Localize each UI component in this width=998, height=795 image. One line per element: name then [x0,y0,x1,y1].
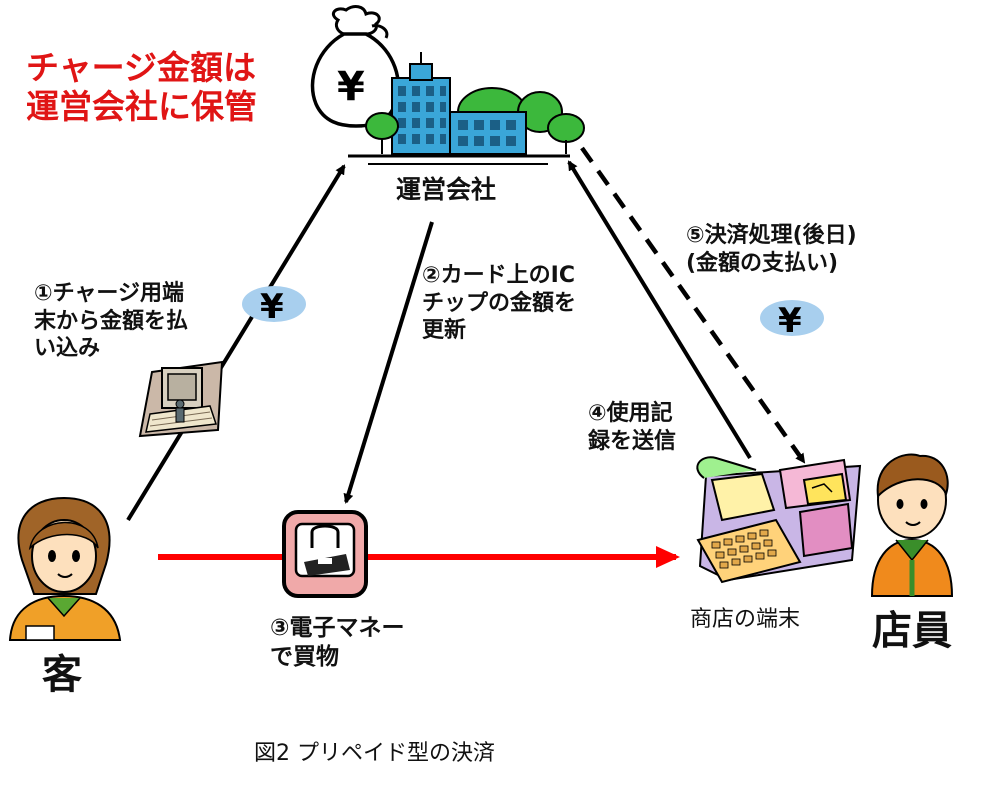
step5-label: ⑤決済処理(後日) (金額の支払い) [686,222,857,277]
arrow-send-usage-record [567,160,752,460]
step2-line3: 更新 [422,318,467,343]
yen-coin-symbol: ¥ [260,287,284,327]
step3-label: ③電子マネー で買物 [270,614,404,672]
figure-caption: 図2 プリペイド型の決済 [254,741,495,766]
yen-coin-icon: ¥ [760,300,824,341]
step1-line1: ①チャージ用端 [34,281,184,306]
step1-label: ①チャージ用端 末から金額を払 い込み [34,280,188,363]
charge-terminal-icon [138,360,224,438]
step5-line1: ⑤決済処理(後日) [686,223,857,248]
terminal-label: 商店の端末 [690,607,801,632]
money-bag-icon: ¥ [310,5,401,128]
step4-label: ④使用記 録を送信 [588,400,676,455]
yen-symbol: ¥ [337,64,365,110]
clerk-person-icon [870,453,954,597]
step2-line2: チップの金額を [422,290,577,316]
company-label: 運営会社 [396,175,497,204]
storage-note-line2: 運営会社に保管 [26,86,257,126]
storage-note: チャージ金額は 運営会社に保管 [26,48,257,127]
shop-register-icon [696,456,862,584]
step3-line2: で買物 [270,643,339,670]
arrow-update-ic-chip [343,221,434,504]
customer-person-icon [8,496,122,641]
yen-coin-symbol: ¥ [778,301,802,341]
company-building-icon [348,52,585,165]
step3-line1: ③電子マネー [270,615,405,641]
arrow-charge-to-company [126,164,346,522]
step1-line3: い込み [34,336,101,361]
step1-line2: 末から金額を払 [34,308,189,334]
arrow-settlement-payment [580,146,806,464]
customer-label: 客 [42,652,82,698]
step4-line1: ④使用記 [588,401,673,426]
ic-card-icon [282,510,368,598]
clerk-label: 店員 [872,608,952,654]
step2-line1: ②カード上のIC [422,263,575,288]
step5-line2: (金額の支払い) [686,250,839,276]
yen-coin-icon: ¥ [242,286,306,327]
storage-note-line1: チャージ金額は [26,48,257,87]
step4-line2: 録を送信 [588,428,677,454]
step2-label: ②カード上のIC チップの金額を 更新 [422,262,576,345]
